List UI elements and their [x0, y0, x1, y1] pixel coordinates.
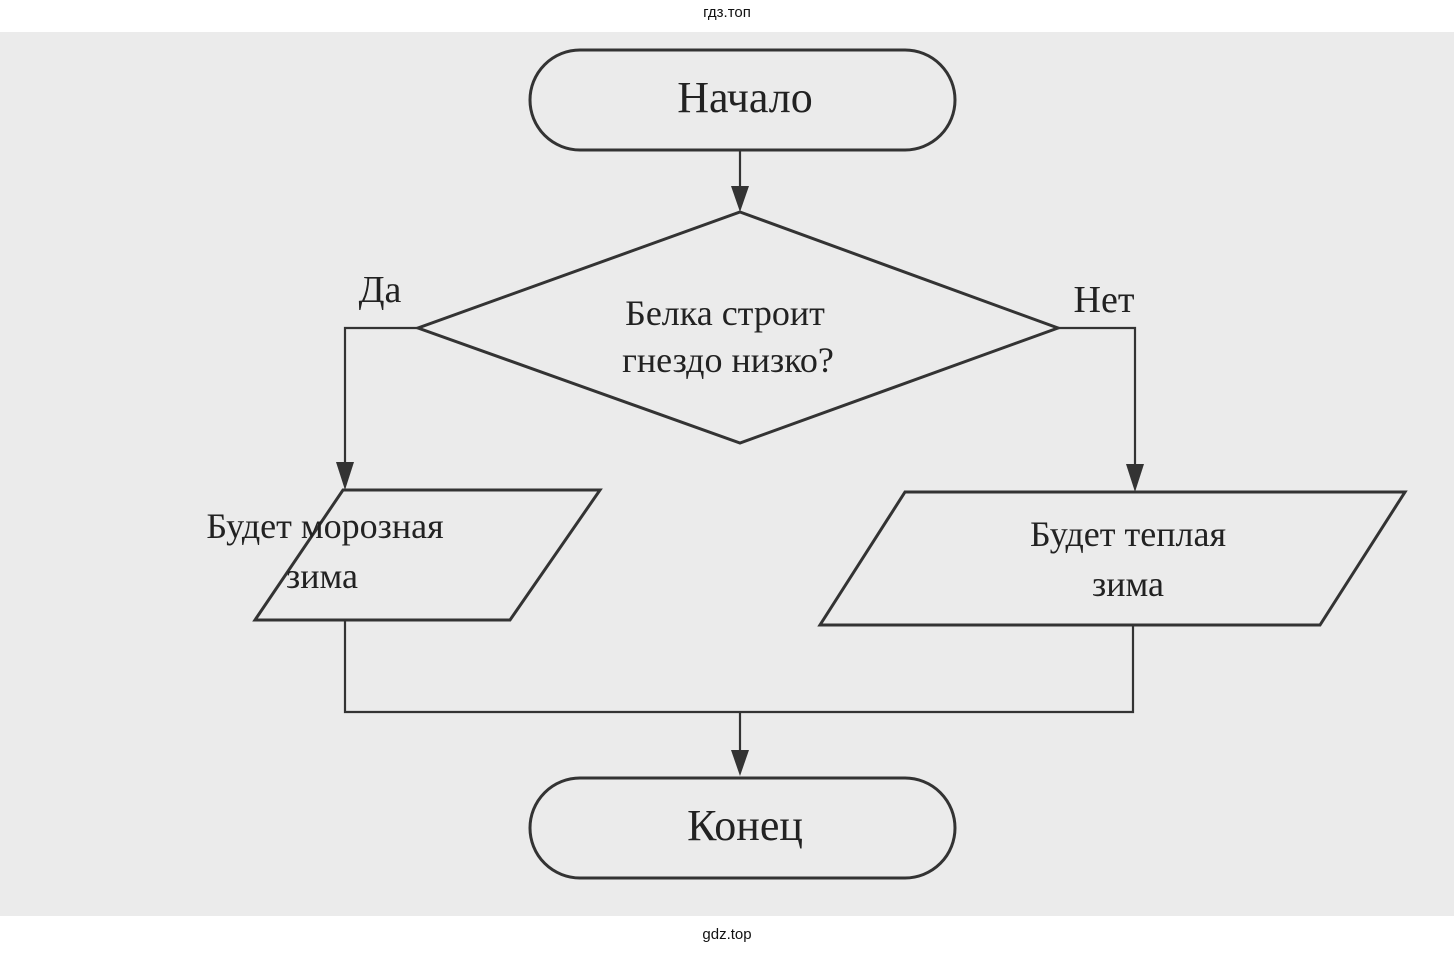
end-label: Конец — [687, 801, 803, 850]
yes-label: Да — [359, 269, 402, 311]
watermark-top: гдз.топ — [703, 4, 751, 21]
yes-output-line-1: Будет морозная — [206, 506, 443, 546]
merge-connector — [343, 620, 1135, 714]
flowchart-scan — [0, 32, 1454, 916]
decision-line-1: Белка строит — [625, 293, 825, 333]
no-output-line-2: зима — [1092, 564, 1164, 604]
arrow-head — [1126, 464, 1144, 492]
no-output-parallelogram: Будет теплая зима — [817, 490, 1408, 627]
yes-output-parallelogram: Будет морозная зима — [206, 488, 603, 622]
start-terminal: Начало — [528, 48, 957, 152]
arrow-head — [336, 462, 354, 490]
yes-connector — [343, 326, 418, 465]
no-label: Нет — [1074, 279, 1135, 321]
start-label: Начало — [677, 73, 813, 122]
arrow-head — [731, 750, 749, 776]
no-output-line-1: Будет теплая — [1030, 514, 1226, 554]
yes-output-line-2: зима — [286, 556, 358, 596]
end-terminal: Конец — [528, 776, 957, 880]
decision-diamond: Белка строит гнездо низко? — [413, 210, 1063, 445]
watermark-bottom: gdz.top — [702, 926, 752, 943]
no-connector — [1058, 326, 1137, 467]
arrow-head — [731, 186, 749, 212]
decision-line-2: гнездо низко? — [622, 340, 834, 380]
